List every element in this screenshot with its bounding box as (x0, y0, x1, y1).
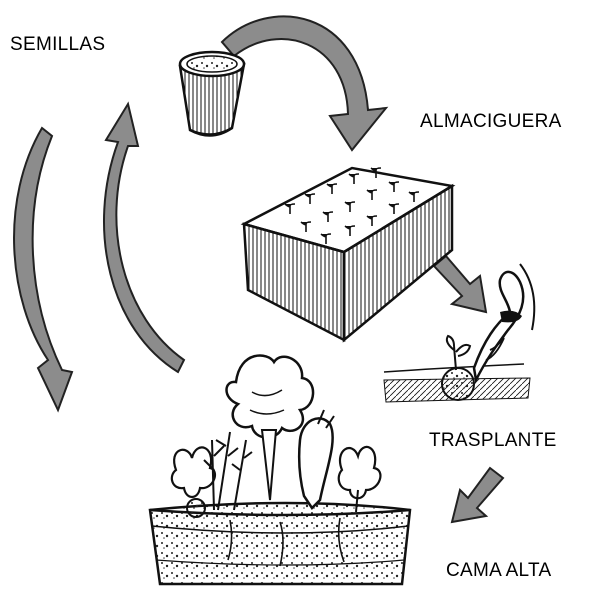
label-seedbed: ALMACIGUERA (420, 111, 562, 133)
raised-bed-illustration (150, 355, 410, 584)
arrow-transplant-to-bed (452, 468, 503, 522)
arrow-seeds-to-seedbed (222, 16, 386, 150)
label-transplant: TRASPLANTE (429, 430, 557, 452)
arrow-seedbed-to-transplant (434, 256, 486, 312)
seed-pot-illustration (180, 52, 244, 136)
label-raised-bed: CAMA ALTA (446, 560, 551, 582)
seedbed-tray-illustration (244, 168, 452, 340)
arrow-left-outer-down (14, 128, 72, 410)
label-seeds: SEMILLAS (10, 34, 105, 56)
arrow-left-inner-up (104, 104, 184, 372)
